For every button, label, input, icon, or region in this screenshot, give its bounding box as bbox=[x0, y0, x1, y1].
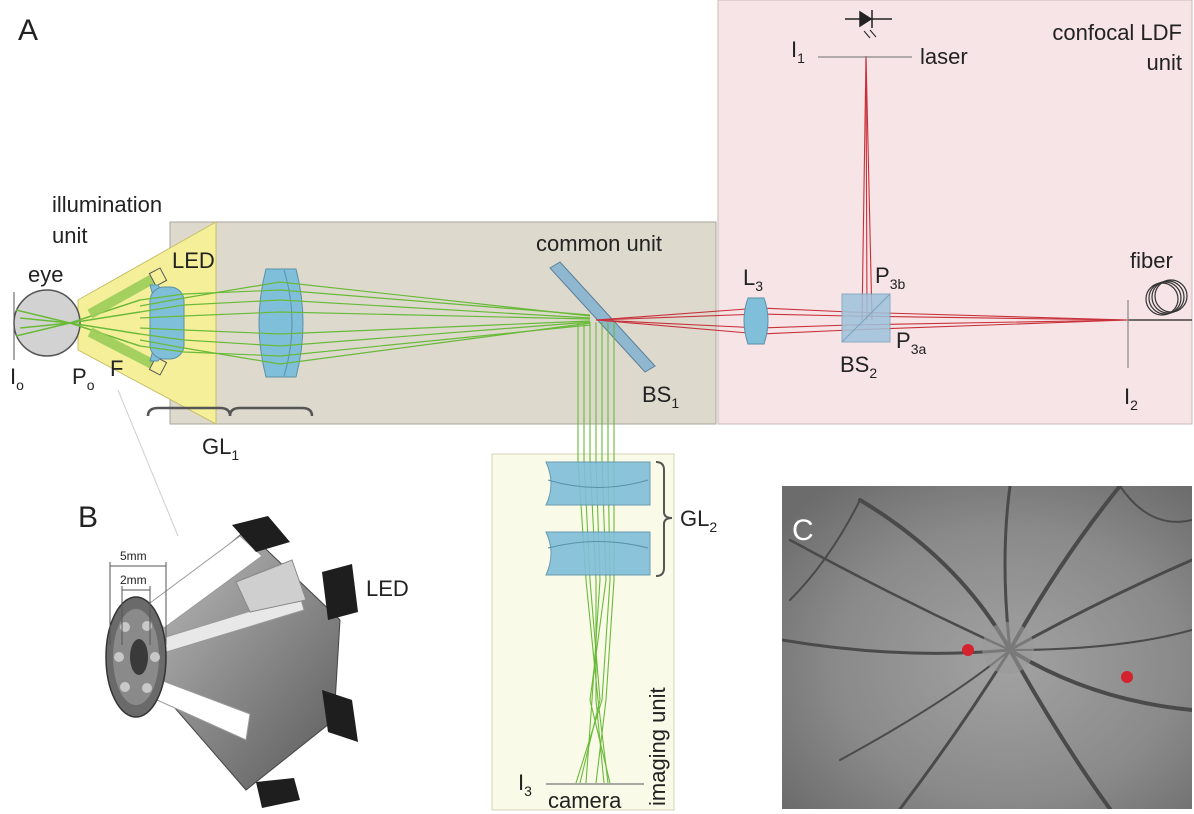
gl2-lens-bottom bbox=[545, 531, 651, 576]
gl1-label: GL1 bbox=[202, 434, 239, 463]
illumination-unit-title-line2: unit bbox=[52, 223, 87, 248]
laser-label: laser bbox=[920, 44, 968, 69]
panel-label-b: B bbox=[78, 501, 98, 534]
gl1-large-lens-split bbox=[283, 269, 293, 377]
dimension-guides bbox=[109, 562, 167, 645]
i1-label: I1 bbox=[791, 37, 805, 66]
led-label: LED bbox=[172, 248, 215, 273]
fiber-label: fiber bbox=[1130, 248, 1173, 273]
bs2-label: BS2 bbox=[840, 352, 877, 381]
ldf-red-rays bbox=[595, 55, 1129, 335]
eye-rays bbox=[15, 299, 141, 347]
gl2-lens-top bbox=[545, 461, 651, 506]
gl1-brace bbox=[146, 406, 314, 417]
illumination-unit-title-line1: illumination bbox=[52, 192, 162, 217]
focus-guide-line bbox=[117, 389, 179, 537]
bs1-label: BS1 bbox=[642, 382, 679, 411]
i3-label: I3 bbox=[518, 770, 532, 799]
gl2-lens-bottom-curve bbox=[547, 541, 649, 549]
gl1-large-lens bbox=[258, 268, 304, 378]
imaging-unit-bg bbox=[491, 453, 675, 811]
gl2-brace bbox=[655, 461, 673, 577]
confocal-ldf-unit-bg bbox=[717, 0, 1193, 425]
measurement-point-2 bbox=[1121, 671, 1133, 683]
laser-diode-icon bbox=[845, 10, 892, 39]
gl2-lens-top-curve bbox=[547, 479, 649, 488]
measurement-point-1 bbox=[962, 644, 974, 656]
dim-5mm-label: 5mm bbox=[120, 549, 147, 563]
dim-2mm-label: 2mm bbox=[120, 573, 147, 587]
i2-label: I2 bbox=[1124, 384, 1138, 413]
l3-label: L3 bbox=[743, 265, 763, 294]
eye-globe bbox=[13, 289, 81, 357]
imaging-green-rays bbox=[575, 322, 615, 784]
panel-label-a: A bbox=[18, 14, 38, 47]
common-unit-green-rays bbox=[139, 281, 591, 365]
bs1-beam-splitter bbox=[549, 261, 656, 373]
imaging-unit-title: imaging unit bbox=[645, 687, 670, 806]
camera-label: camera bbox=[548, 788, 622, 813]
l3-lens bbox=[743, 297, 769, 345]
confocal-unit-title-line1: confocal LDF bbox=[1052, 20, 1182, 45]
common-unit-title: common unit bbox=[536, 231, 662, 256]
led-top-box bbox=[148, 267, 168, 287]
io-label: Io bbox=[10, 364, 24, 393]
p3a-label: P3a bbox=[896, 328, 926, 357]
panel-label-c: C bbox=[792, 514, 814, 547]
illumination-cone-rendering bbox=[105, 516, 358, 808]
f-label: F bbox=[110, 356, 123, 381]
bs2-diagonal bbox=[841, 293, 891, 343]
p3b-label: P3b bbox=[875, 263, 905, 292]
led-bottom-box bbox=[148, 356, 168, 376]
confocal-unit-title-line2: unit bbox=[1147, 50, 1182, 75]
led-label-panel-b: LED bbox=[366, 576, 409, 601]
eye-label: eye bbox=[28, 262, 63, 287]
gl1-lens-front bbox=[149, 286, 185, 360]
led-beams bbox=[87, 272, 159, 371]
fiber-coil-icon bbox=[1145, 279, 1188, 316]
po-label: Po bbox=[72, 364, 95, 393]
gl2-label: GL2 bbox=[680, 506, 717, 535]
fundus-optic-disc bbox=[982, 622, 1034, 674]
